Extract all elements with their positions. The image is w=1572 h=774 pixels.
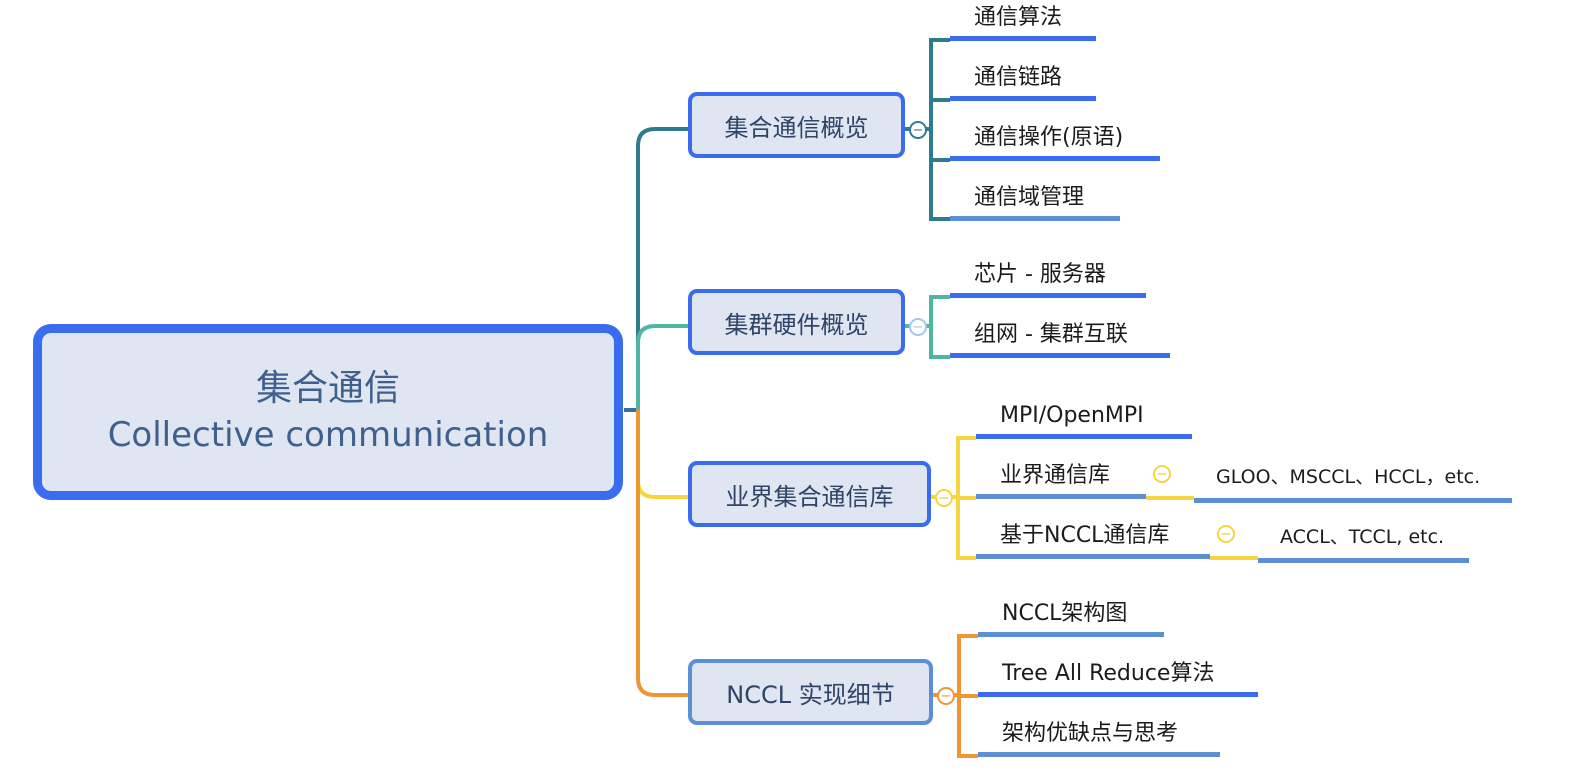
branch-label: 集群硬件概览: [724, 310, 869, 339]
connector-branch-3: [636, 410, 690, 499]
leaf-underline: [1258, 558, 1469, 563]
collapse-icon[interactable]: −: [1153, 465, 1171, 483]
branch-label: NCCL 实现细节: [726, 680, 895, 709]
collapse-icon[interactable]: −: [1217, 525, 1235, 543]
leaf-underline: [976, 494, 1146, 499]
sub-leaf-item[interactable]: ACCL、TCCL, etc.: [1258, 524, 1469, 563]
leaf-underline: [978, 632, 1164, 637]
leaf-item[interactable]: Tree All Reduce算法: [978, 660, 1258, 697]
collapse-icon[interactable]: −: [937, 687, 955, 705]
root-node[interactable]: 集合通信 Collective communication: [33, 324, 623, 500]
collapse-icon[interactable]: −: [935, 489, 953, 507]
leaf-item[interactable]: 通信操作(原语): [950, 124, 1160, 161]
leaf-item[interactable]: 组网 - 集群互联: [950, 321, 1170, 358]
leaf-underline: [950, 96, 1096, 101]
leaf-underline: [950, 156, 1160, 161]
leaf-item[interactable]: 业界通信库: [976, 462, 1146, 499]
branch-node-overview[interactable]: 集合通信概览: [688, 92, 905, 158]
leaf-item[interactable]: NCCL架构图: [978, 600, 1164, 637]
leaf-underline: [950, 216, 1120, 221]
sub-leaf-item[interactable]: GLOO、MSCCL、HCCL，etc.: [1194, 464, 1512, 503]
root-title-zh: 集合通信: [255, 368, 400, 409]
root-title-en: Collective communication: [107, 415, 549, 455]
connector-branch-2: [636, 324, 690, 410]
collapse-icon[interactable]: −: [909, 121, 927, 139]
leaf-underline: [978, 752, 1220, 757]
branch-node-nccl[interactable]: NCCL 实现细节: [688, 659, 933, 725]
leaf-underline: [950, 293, 1146, 298]
collapse-icon[interactable]: −: [909, 318, 927, 336]
connector-branch-1: [636, 127, 690, 410]
leaf-item[interactable]: MPI/OpenMPI: [976, 402, 1192, 439]
leaf-underline: [950, 353, 1170, 358]
connector-branch-4: [636, 410, 690, 697]
branch-node-hardware[interactable]: 集群硬件概览: [688, 289, 905, 355]
leaf-item[interactable]: 通信域管理: [950, 184, 1120, 221]
leaf-item[interactable]: 芯片 - 服务器: [950, 261, 1146, 298]
branch-label: 业界集合通信库: [725, 482, 894, 511]
leaf-underline: [950, 36, 1096, 41]
leaf-underline: [976, 554, 1210, 559]
leaf-underline: [978, 692, 1258, 697]
leaf-item[interactable]: 架构优缺点与思考: [978, 720, 1220, 757]
leaf-underline: [976, 434, 1192, 439]
leaf-underline: [1194, 498, 1512, 503]
leaf-item[interactable]: 通信算法: [950, 4, 1096, 41]
leaf-item[interactable]: 通信链路: [950, 64, 1096, 101]
leaf-item[interactable]: 基于NCCL通信库: [976, 522, 1210, 559]
branch-node-libraries[interactable]: 业界集合通信库: [688, 461, 931, 527]
branch-label: 集合通信概览: [724, 113, 869, 142]
